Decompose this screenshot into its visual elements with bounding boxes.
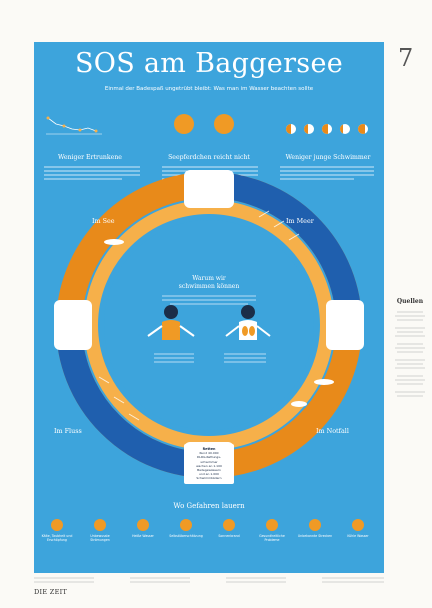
danger-item: Sonnenbrand	[210, 519, 248, 538]
stat-circle	[338, 124, 352, 134]
rescue-info-box: Retten Rund 40.000 DLRG-Rettungs- schwim…	[184, 444, 234, 484]
rescue-box-line: Schwimmbädern	[196, 476, 222, 481]
swimmer-icon	[180, 519, 192, 531]
stat-circle	[302, 124, 316, 134]
burn-icon	[223, 519, 235, 531]
danger-label: Selbstüberschätzung	[169, 534, 203, 538]
danger-item: Kühle Wasser	[339, 519, 377, 538]
section-heading-right: Weniger junge Schwimmer	[285, 154, 371, 161]
sources-title: Quellen	[396, 298, 424, 305]
danger-label: Unbewusste Strömungen	[90, 534, 110, 542]
dangers-title: Wo Gefahren lauern	[173, 502, 245, 510]
ring-band-left	[54, 300, 92, 350]
danger-label: Unbekannte Strecken	[297, 534, 333, 538]
target-icon	[352, 519, 364, 531]
section-heading-middle: Seepferdchen reicht nicht	[168, 154, 250, 161]
stat-circle	[356, 124, 370, 134]
swimmer-figure	[314, 379, 334, 385]
ring-band-top	[184, 170, 234, 208]
person-figure-left	[147, 305, 195, 340]
zone-heading-meer: Im Meer	[286, 217, 314, 225]
danger-label: Sonnenbrand	[218, 534, 240, 538]
footer-fineprint	[34, 577, 384, 583]
seahorse-badge-icon	[174, 114, 194, 134]
danger-label: Heiße Wasser	[132, 534, 154, 538]
rescue-box-line: wachen an 1.100	[196, 463, 222, 468]
rescuer-figure	[291, 401, 307, 407]
ring-band-right	[326, 300, 364, 350]
swimmer-figure	[104, 239, 124, 245]
zone-heading-notfall: Im Notfall	[316, 427, 349, 435]
danger-item: Gesundheitliche Probleme	[253, 519, 291, 542]
zeit-logo: DIE ZEIT	[34, 588, 68, 596]
lifebuoy-ring-diagram	[54, 170, 364, 480]
sources-sidebar: Quellen	[391, 298, 429, 422]
infographic-poster: SOS am Baggersee Einmal der Badespaß ung…	[34, 42, 384, 573]
stat-circle	[320, 124, 334, 134]
danger-item: Selbstüberschätzung	[167, 519, 205, 538]
drowning-chart	[46, 116, 102, 135]
section-heading-left: Weniger Ertrunkene	[58, 154, 122, 161]
waves-icon	[309, 519, 321, 531]
danger-label: Kühle Wasser	[347, 534, 369, 538]
zone-heading-see: Im See	[92, 217, 115, 225]
poster-title: SOS am Baggersee	[75, 48, 343, 79]
rescue-box-line: Badegewässern	[197, 468, 221, 473]
danger-label: Gesundheitliche Probleme	[259, 534, 285, 542]
center-heading: Warum wir schwimmen können	[178, 275, 240, 290]
eye-icon	[94, 519, 106, 531]
warning-icon	[51, 519, 63, 531]
rescue-box-title: Retten	[202, 447, 216, 451]
rescue-box-line: Rund 40.000	[199, 451, 219, 456]
zone-heading-fluss: Im Fluss	[54, 427, 82, 435]
person-figure-right	[225, 305, 271, 340]
rescue-box-line: und an 1.000	[199, 472, 219, 477]
danger-item: Unbewusste Strömungen	[81, 519, 119, 542]
heart-icon	[266, 519, 278, 531]
danger-label: Kälte, Taubheit und Erschöpfung	[41, 534, 73, 542]
danger-item: Unbekannte Strecken	[296, 519, 334, 538]
rescue-box-line: DLRG-Rettungs-	[197, 455, 221, 460]
danger-item: Heiße Wasser	[124, 519, 162, 538]
rescue-box-line: schwimmer	[200, 459, 218, 464]
poster-subtitle: Einmal der Badespaß ungetrübt bleibt: Wa…	[104, 86, 314, 92]
sources-text-block	[395, 311, 425, 397]
sun-icon	[137, 519, 149, 531]
page-number: 7	[398, 44, 414, 72]
head-profile-icon	[214, 114, 234, 134]
stat-circle	[284, 124, 298, 134]
danger-item: Kälte, Taubheit und Erschöpfung	[38, 519, 76, 542]
